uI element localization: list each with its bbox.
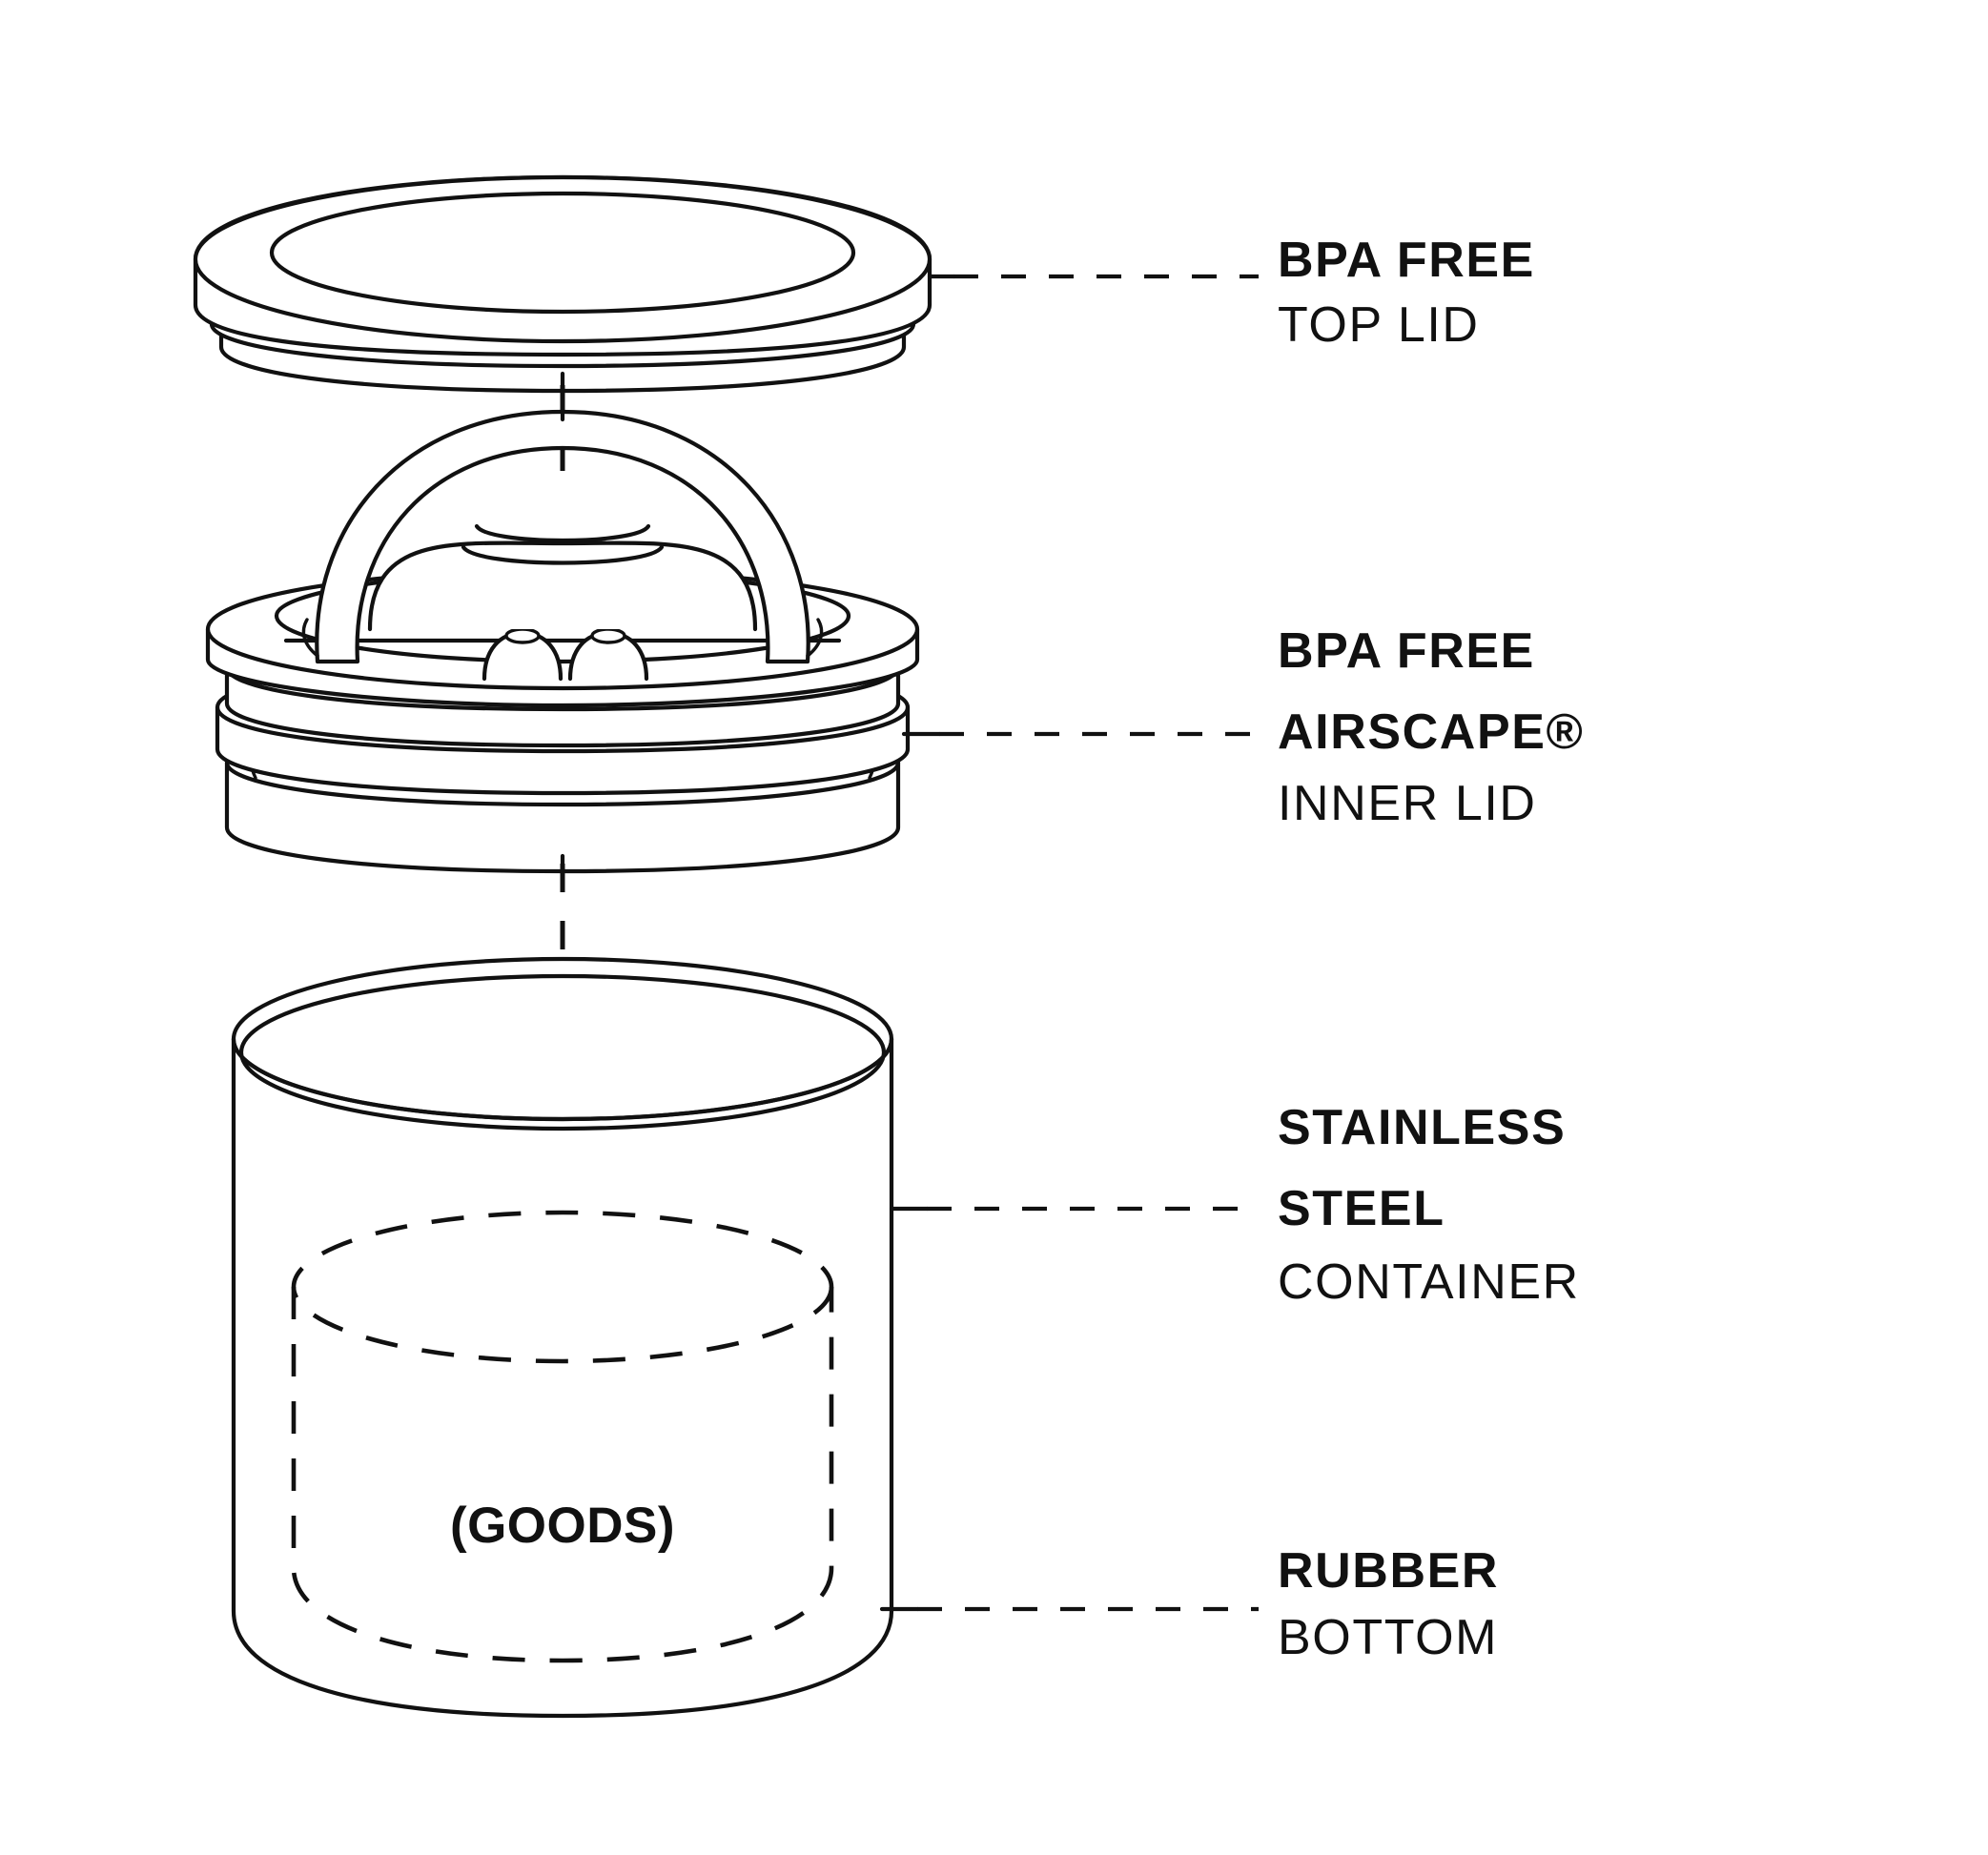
callout-inner-lid-bold-1: BPA FREE [1278,623,1535,679]
callout-container: STAINLESS STEEL CONTAINER [1278,1100,1580,1310]
inner-lid-ring-mid1-edge [224,664,901,712]
inner-lid-valve-dome [367,540,758,632]
inner-lid-valve-button-right-cap [590,627,626,644]
callout-top-lid-bold-1: BPA FREE [1278,233,1535,288]
part-top-lid [193,174,956,398]
top-lid-top-face [193,174,933,344]
inner-lid-handle-foot-left [301,618,319,658]
inner-lid-valve-dome-cap [474,523,651,543]
inner-lid-ring-mid2-edge [215,704,911,754]
callout-inner-lid-bold-2: AIRSCAPE® [1278,704,1584,760]
callout-container-bold-1: STAINLESS [1278,1100,1566,1155]
callout-top-lid: BPA FREE TOP LID [1278,233,1535,353]
callout-inner-lid-light-1: INNER LID [1278,776,1537,831]
container-body [231,1036,894,1719]
callout-rubber-bottom-light-1: BOTTOM [1278,1610,1498,1665]
inner-lid-handle-arch [315,409,810,664]
callout-rubber-bottom-bold-1: RUBBER [1278,1543,1499,1599]
part-container [231,956,930,1719]
inner-lid-valve-dome-lip [461,544,665,565]
inner-lid-skirt-top-edge [224,760,901,807]
callout-container-light-1: CONTAINER [1278,1254,1580,1310]
callout-top-lid-light-1: TOP LID [1278,297,1480,353]
container-rim-thickness [231,1036,894,1122]
callout-inner-lid: BPA FREE AIRSCAPE® INNER LID [1278,623,1584,831]
goods-label: (GOODS) [450,1498,675,1554]
container-contents-walls [291,1287,834,1663]
inner-lid-valve-button-left-cap [504,627,541,644]
callout-rubber-bottom: RUBBER BOTTOM [1278,1543,1499,1665]
container-rim-inner [238,973,887,1131]
top-lid-inner-ring [269,191,856,315]
part-inner-lid [205,384,942,882]
callout-container-bold-2: STEEL [1278,1181,1445,1236]
inner-lid-handle-foot-right [806,618,824,658]
